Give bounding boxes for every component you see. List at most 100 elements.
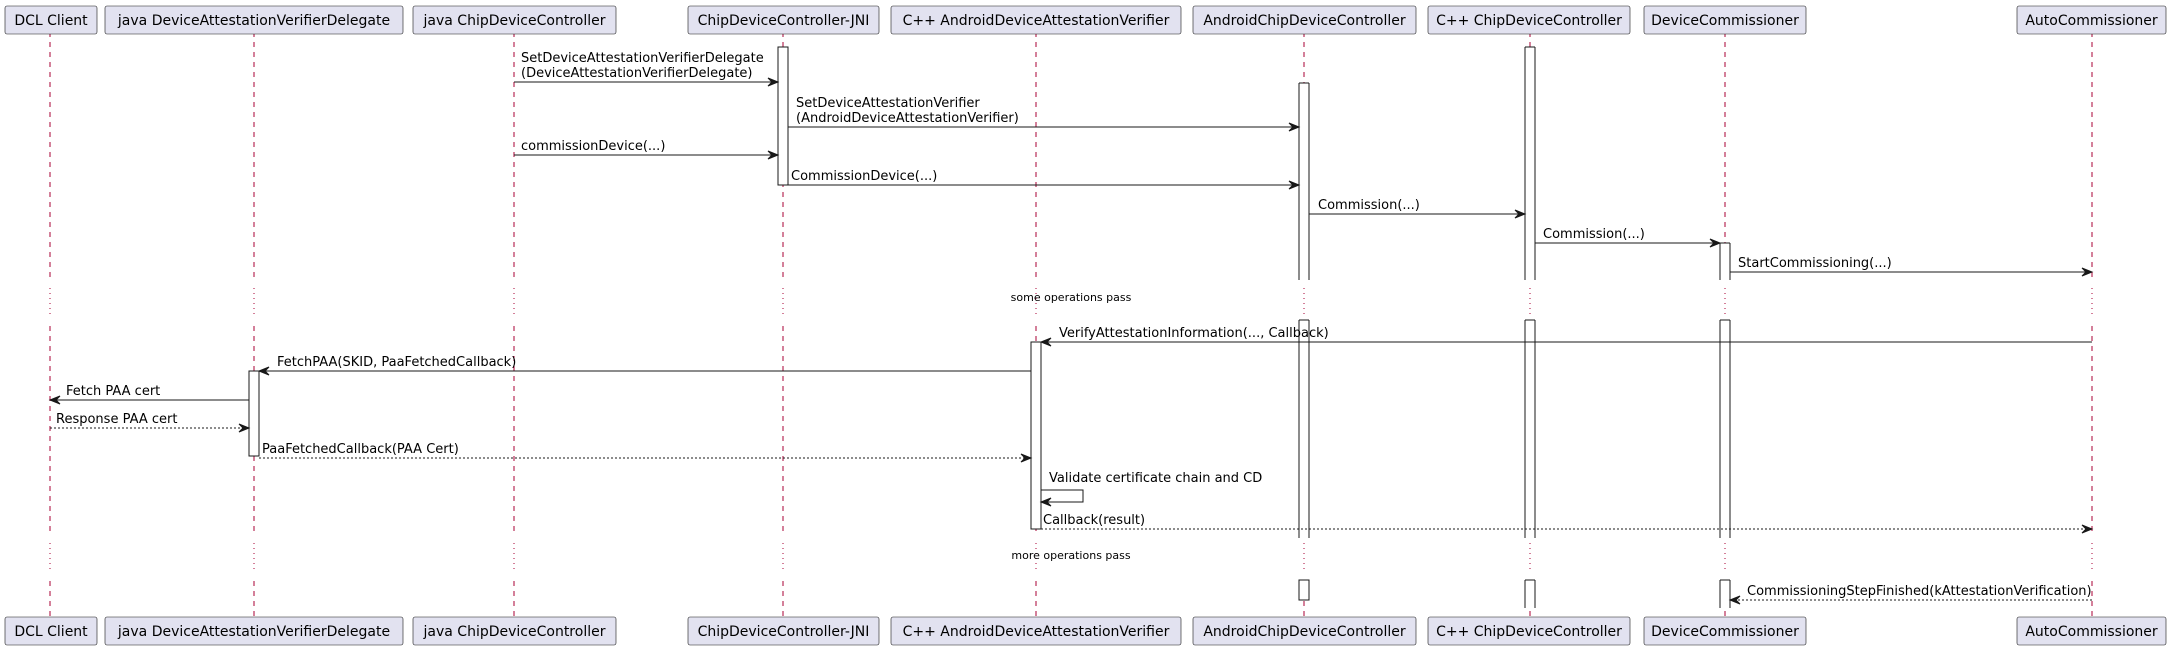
participant-bottom-jni: ChipDeviceController-JNI — [687, 616, 880, 646]
message-12: PaaFetchedCallback(PAA Cert) — [259, 442, 1033, 463]
participant-box — [2016, 616, 2167, 646]
participant-box — [104, 5, 404, 35]
participant-bottom-acdc: AndroidChipDeviceController — [1192, 616, 1417, 646]
participant-box — [687, 616, 880, 646]
arrow-head — [238, 423, 251, 433]
participant-name: DeviceCommissioner — [1651, 13, 1799, 29]
message-10: Fetch PAA cert — [48, 384, 249, 405]
activation-bar-cadav — [1030, 341, 1042, 530]
message-label: Validate certificate chain and CD — [1049, 471, 1262, 486]
activation-bar-acdc — [1298, 579, 1310, 601]
participant-name: ChipDeviceController-JNI — [698, 13, 870, 29]
message-label: StartCommissioning(...) — [1738, 256, 1892, 271]
participant-name: AndroidChipDeviceController — [1203, 13, 1406, 29]
participant-top-ac: AutoCommissioner — [2016, 5, 2167, 35]
activation-bar-jni — [777, 46, 789, 186]
arrow-head — [257, 366, 270, 376]
activation-bars — [248, 46, 1731, 608]
participant-box — [1643, 5, 1807, 35]
message-label: CommissionDevice(...) — [791, 169, 937, 184]
message-4: CommissionDevice(...) — [788, 169, 1301, 190]
activation-bar-acdc — [1299, 320, 1309, 538]
participant-top-dc: DeviceCommissioner — [1643, 5, 1807, 35]
message-2: SetDeviceAttestationVerifier(AndroidDevi… — [788, 96, 1301, 132]
message-11: Response PAA cert — [50, 412, 251, 433]
activation-bar-dc — [1720, 243, 1730, 280]
message-1: SetDeviceAttestationVerifierDelegate(Dev… — [514, 51, 780, 87]
participant-box — [890, 5, 1182, 35]
participant-box — [4, 5, 98, 35]
arrow-head — [1288, 122, 1301, 132]
message-label: SetDeviceAttestationVerifierDelegate — [521, 51, 764, 66]
separators: some operations pass more operations pass — [1011, 291, 1132, 562]
participant-name: java ChipDeviceController — [423, 13, 606, 29]
activation-bar-ccdc — [1525, 580, 1535, 608]
participant-name: AutoCommissioner — [2025, 13, 2158, 29]
participant-top-cadav: C++ AndroidDeviceAttestationVerifier — [890, 5, 1182, 35]
activation-bar-dc — [1720, 580, 1730, 608]
message-6: Commission(...) — [1535, 227, 1722, 248]
participant-box — [1192, 616, 1417, 646]
message-label: PaaFetchedCallback(PAA Cert) — [262, 442, 459, 457]
participant-bottom-ccdc: C++ ChipDeviceController — [1427, 616, 1631, 646]
message-15: CommissioningStepFinished(kAttestationVe… — [1728, 584, 2092, 605]
participant-bottom-dcl: DCL Client — [4, 616, 98, 646]
participant-name: DCL Client — [14, 624, 88, 640]
participant-name: C++ AndroidDeviceAttestationVerifier — [903, 624, 1170, 640]
participant-name: DCL Client — [14, 13, 88, 29]
message-14: Callback(result) — [1041, 513, 2094, 534]
participant-top-acdc: AndroidChipDeviceController — [1192, 5, 1417, 35]
participant-name: AutoCommissioner — [2025, 624, 2158, 640]
message-label: (AndroidDeviceAttestationVerifier) — [796, 111, 1019, 126]
message-label: Commission(...) — [1318, 198, 1420, 213]
message-label: FetchPAA(SKID, PaaFetchedCallback) — [277, 355, 516, 370]
arrow-head — [1709, 238, 1722, 248]
participant-top-ccdc: C++ ChipDeviceController — [1427, 5, 1631, 35]
arrow-head — [1514, 209, 1527, 219]
participant-bottom-dc: DeviceCommissioner — [1643, 616, 1807, 646]
arrow-head — [1039, 337, 1052, 347]
participant-top-dcl: DCL Client — [4, 5, 98, 35]
participant-name: AndroidChipDeviceController — [1203, 624, 1406, 640]
arrow-head — [767, 77, 780, 87]
separator-label: more operations pass — [1011, 549, 1130, 562]
separator-label: some operations pass — [1011, 291, 1132, 304]
participant-top-jcdc: java ChipDeviceController — [412, 5, 617, 35]
participant-box — [412, 5, 617, 35]
message-label: Response PAA cert — [56, 412, 177, 427]
activation-bar-dc — [1720, 320, 1730, 538]
message-5: Commission(...) — [1309, 198, 1527, 219]
participant-box — [412, 616, 617, 646]
participant-name: C++ ChipDeviceController — [1436, 624, 1622, 640]
message-label: Commission(...) — [1543, 227, 1645, 242]
message-label: commissionDevice(...) — [521, 139, 665, 154]
arrow-head — [2081, 524, 2094, 534]
participant-name: C++ AndroidDeviceAttestationVerifier — [903, 13, 1170, 29]
participant-box — [1427, 616, 1631, 646]
participant-bottom-jcdc: java ChipDeviceController — [412, 616, 617, 646]
activation-bar-ccdc — [1525, 47, 1535, 280]
participant-bottom-jdavd: java DeviceAttestationVerifierDelegate — [104, 616, 404, 646]
participant-box — [2016, 5, 2167, 35]
participant-box — [104, 616, 404, 646]
participant-box — [4, 616, 98, 646]
participant-box — [1427, 5, 1631, 35]
participant-name: C++ ChipDeviceController — [1436, 13, 1622, 29]
arrow-head — [1020, 453, 1033, 463]
message-label: Fetch PAA cert — [66, 384, 160, 399]
participant-name: ChipDeviceController-JNI — [698, 624, 870, 640]
participant-top-jni: ChipDeviceController-JNI — [687, 5, 880, 35]
messages: SetDeviceAttestationVerifierDelegate(Dev… — [48, 51, 2094, 605]
participant-name: java ChipDeviceController — [423, 624, 606, 640]
participant-name: java DeviceAttestationVerifierDelegate — [117, 13, 390, 29]
message-label: CommissioningStepFinished(kAttestationVe… — [1747, 584, 2092, 599]
message-7: StartCommissioning(...) — [1730, 256, 2094, 277]
message-label: Callback(result) — [1043, 513, 1145, 528]
participant-bottom-cadav: C++ AndroidDeviceAttestationVerifier — [890, 616, 1182, 646]
participant-box — [890, 616, 1182, 646]
participant-bottom-ac: AutoCommissioner — [2016, 616, 2167, 646]
message-label: VerifyAttestationInformation(..., Callba… — [1059, 326, 1329, 341]
arrow-head — [1728, 595, 1741, 605]
